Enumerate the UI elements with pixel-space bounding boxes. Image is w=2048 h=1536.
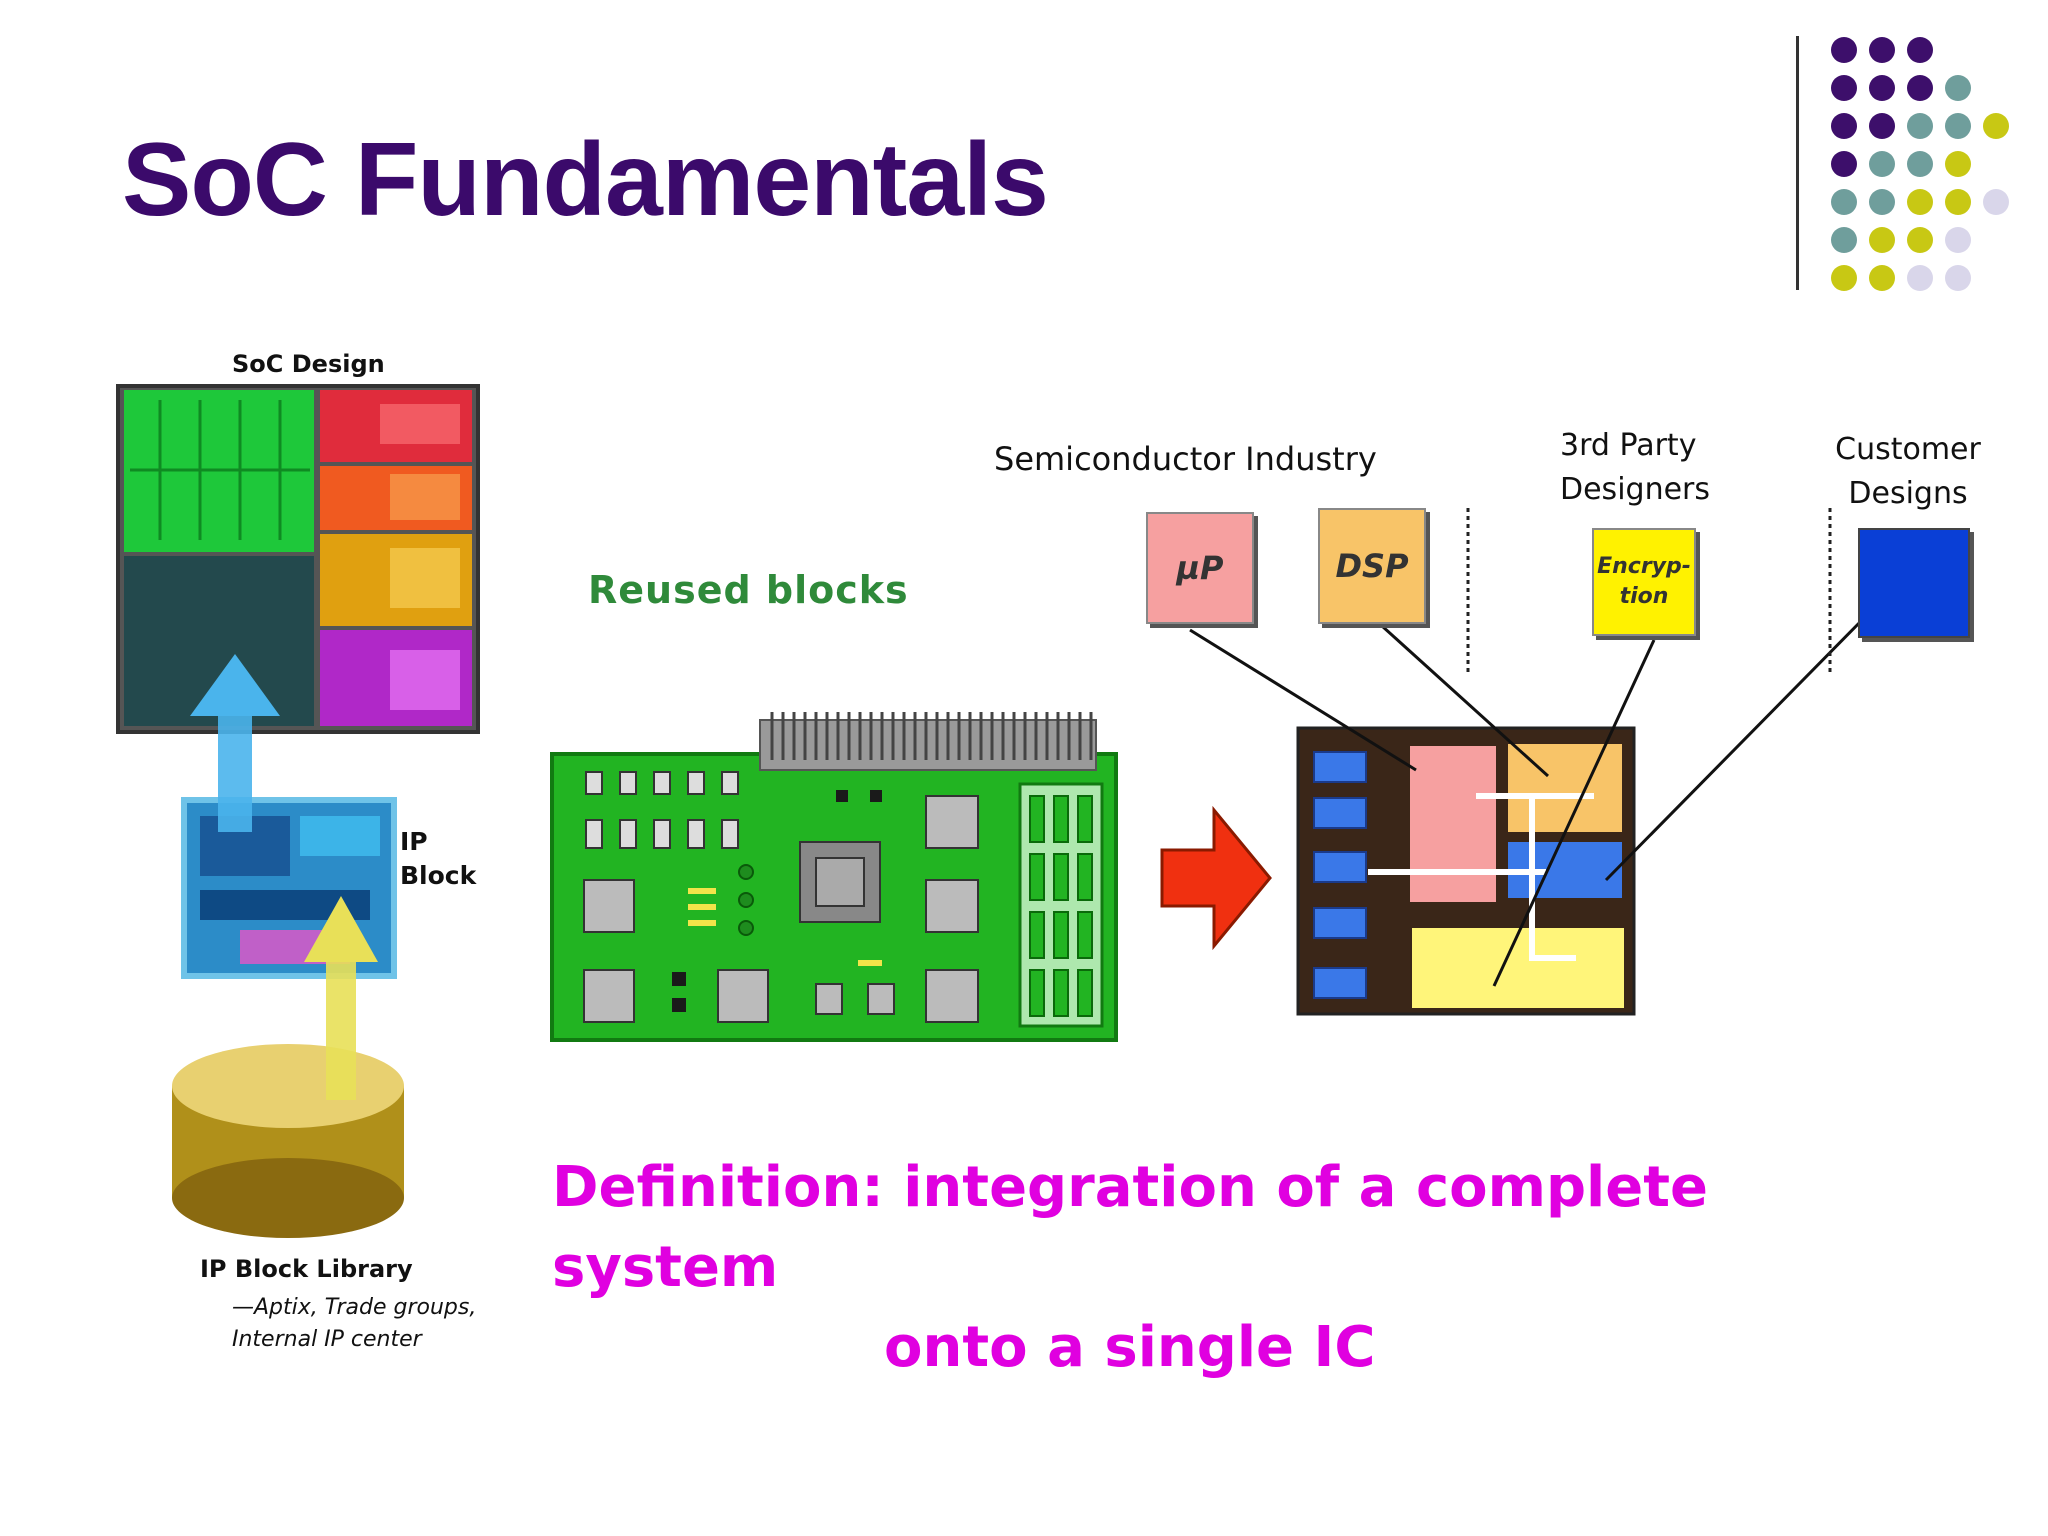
slide-title: SoC Fundamentals [122,122,1049,238]
decorative-dot [1945,113,1971,139]
decorative-dot [1945,189,1971,215]
decorative-dot [1907,113,1933,139]
decorative-dot [1907,189,1933,215]
decorative-dot [1983,189,2009,215]
ip-library-sources: —Aptix, Trade groups, Internal IP center [232,1295,477,1352]
ip-block-label: IP Block [400,827,477,890]
decorative-dot [1831,75,1857,101]
decorative-dot [1831,151,1857,177]
ip-library-cylinder [172,1044,404,1238]
ip-block-chip [181,797,397,979]
decorative-dot [1831,113,1857,139]
ip-library-label: IP Block Library [200,1255,413,1283]
semiconductor-industry-label: Semiconductor Industry [994,440,1377,478]
reused-blocks-label: Reused blocks [588,568,909,612]
decorative-dot [1907,75,1933,101]
decorative-dot [1907,37,1933,63]
decorative-dot [1945,151,1971,177]
third-party-designers-label: 3rd Party Designers [1560,428,1710,507]
customer-designs-label: Customer Designs [1835,432,1981,511]
decorative-dot [1869,265,1895,291]
title-divider [1796,36,1799,290]
decorative-dot [1907,265,1933,291]
decorative-dot [1869,113,1895,139]
decorative-dot [1831,265,1857,291]
decorative-dot [1907,227,1933,253]
encryption-block: Encryp-tion [1592,528,1696,636]
soc-design-label: SoC Design [232,350,385,378]
up-arrow-yellow [304,896,378,1100]
definition-text: Definition: integration of a complete sy… [552,1148,1932,1388]
decorative-dot [1945,265,1971,291]
target-soc-die [1296,726,1636,1016]
decorative-dot [1945,75,1971,101]
decorative-dot [1831,189,1857,215]
soc-design-die [116,384,480,734]
decorative-dot [1831,227,1857,253]
decorative-dot [1869,189,1895,215]
decorative-dot [1869,37,1895,63]
definition-line-2: onto a single IC [884,1315,1376,1380]
decorative-dot [1869,75,1895,101]
circuit-board [550,712,1118,1042]
microprocessor-block: µP [1146,512,1254,624]
customer-design-block [1858,528,1970,638]
decorative-dot [1945,227,1971,253]
decorative-dot [1869,151,1895,177]
decorative-dot [1831,37,1857,63]
decorative-dot [1907,151,1933,177]
decorative-dot-grid [1831,37,2009,291]
leader-lines [1189,612,1870,987]
decorative-dot [1869,227,1895,253]
definition-line-1: Definition: integration of a complete sy… [552,1155,1708,1300]
dotted-separators [1466,508,1832,676]
dsp-block: DSP [1318,508,1426,624]
decorative-dot [1983,113,2009,139]
right-arrow-red [1160,805,1272,951]
up-arrow-blue [190,654,280,832]
